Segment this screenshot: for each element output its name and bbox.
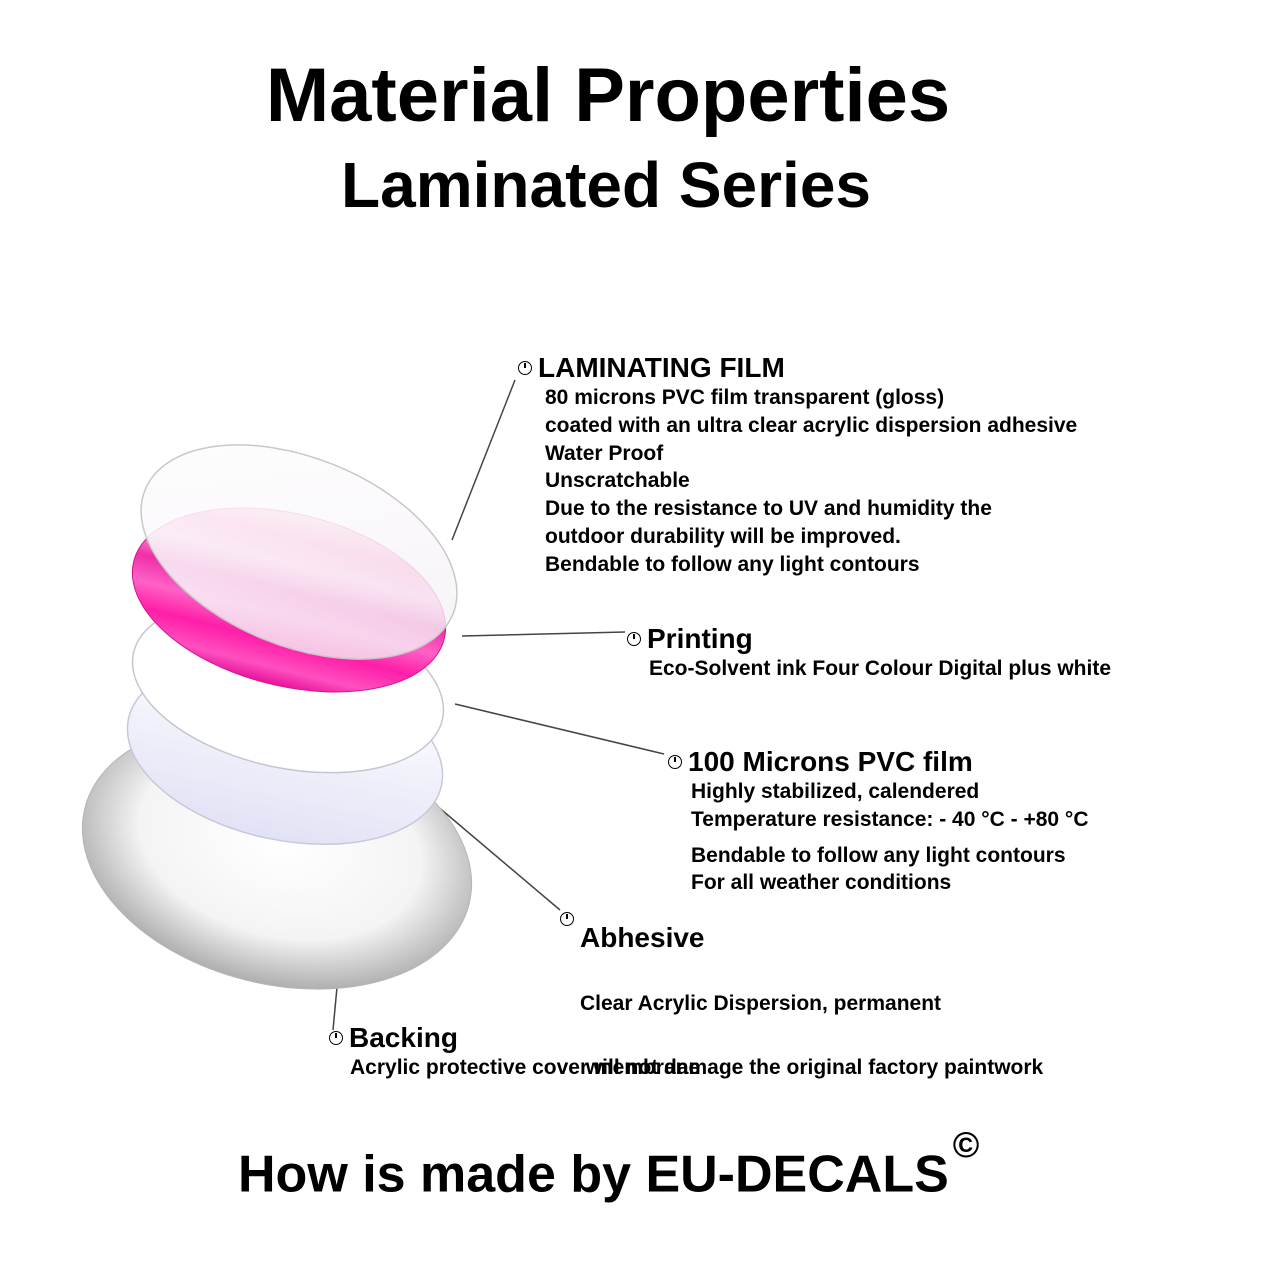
callout-line: Eco-Solvent ink Four Colour Digital plus…: [649, 657, 1112, 680]
callout-line: Due to the resistance to UV and humidity…: [545, 497, 992, 521]
bullet-icon: [560, 912, 574, 926]
laminating-film-layer: [140, 444, 458, 660]
callout-line: Clear Acrylic Dispersion, permanent: [580, 992, 942, 1015]
callout-line: will not damage the original factory pai…: [580, 1055, 1044, 1079]
leader-adhesive: [429, 799, 561, 911]
callout-heading: 100 Microns PVC film: [688, 746, 973, 777]
copyright-mark: ©: [952, 1124, 980, 1165]
callout-heading: Printing: [647, 623, 753, 654]
bullet-icon: [329, 1031, 343, 1045]
callout-pvc-film: 100 Microns PVC film Highly stabilized, …: [668, 746, 1088, 897]
callout-heading: Abhesive: [580, 922, 705, 953]
title: Material Properties: [265, 53, 951, 138]
callout-line: Highly stabilized, calendered: [691, 780, 980, 803]
callout-line: 80 microns PVC film transparent (gloss): [545, 386, 945, 409]
callout-line: Water Proof: [545, 441, 664, 465]
callout-line: Temperature resistance: - 40 °C - +80 °C: [691, 807, 1089, 831]
callout-laminating-film: LAMINATING FILM 80 microns PVC film tran…: [518, 352, 1077, 579]
callout-printing: Printing Eco-Solvent ink Four Colour Dig…: [627, 623, 1111, 683]
callout-adhesive: Abhesive Clear Acrylic Dispersion, perma…: [560, 910, 1043, 1118]
footer-text: How is made by EU-DECALS: [238, 1145, 949, 1204]
callout-heading: Backing: [349, 1022, 458, 1053]
callout-line: Unscratchable: [545, 469, 690, 493]
callout-line: coated with an ultra clear acrylic dispe…: [545, 413, 1078, 437]
subtitle: Laminated Series: [341, 149, 871, 221]
callout-line: Bendable to follow any light contours: [691, 843, 1066, 867]
leader-pvc: [454, 703, 665, 755]
leader-laminating: [451, 379, 516, 541]
bullet-icon: [518, 361, 532, 375]
leader-printing: [461, 631, 626, 637]
bullet-icon: [668, 755, 682, 769]
callout-heading: LAMINATING FILM: [538, 352, 785, 383]
callout-line: Acrylic protective cover membrane: [350, 1056, 701, 1079]
callout-line: For all weather conditions: [691, 871, 952, 895]
callout-line: outdoor durability will be improved.: [545, 524, 901, 548]
bullet-icon: [627, 632, 641, 646]
callout-line: Bendable to follow any light contours: [545, 552, 920, 576]
callout-backing: Backing Acrylic protective cover membran…: [329, 1022, 700, 1082]
footer-credit: How is made by EU-DECALS©: [238, 1124, 979, 1204]
